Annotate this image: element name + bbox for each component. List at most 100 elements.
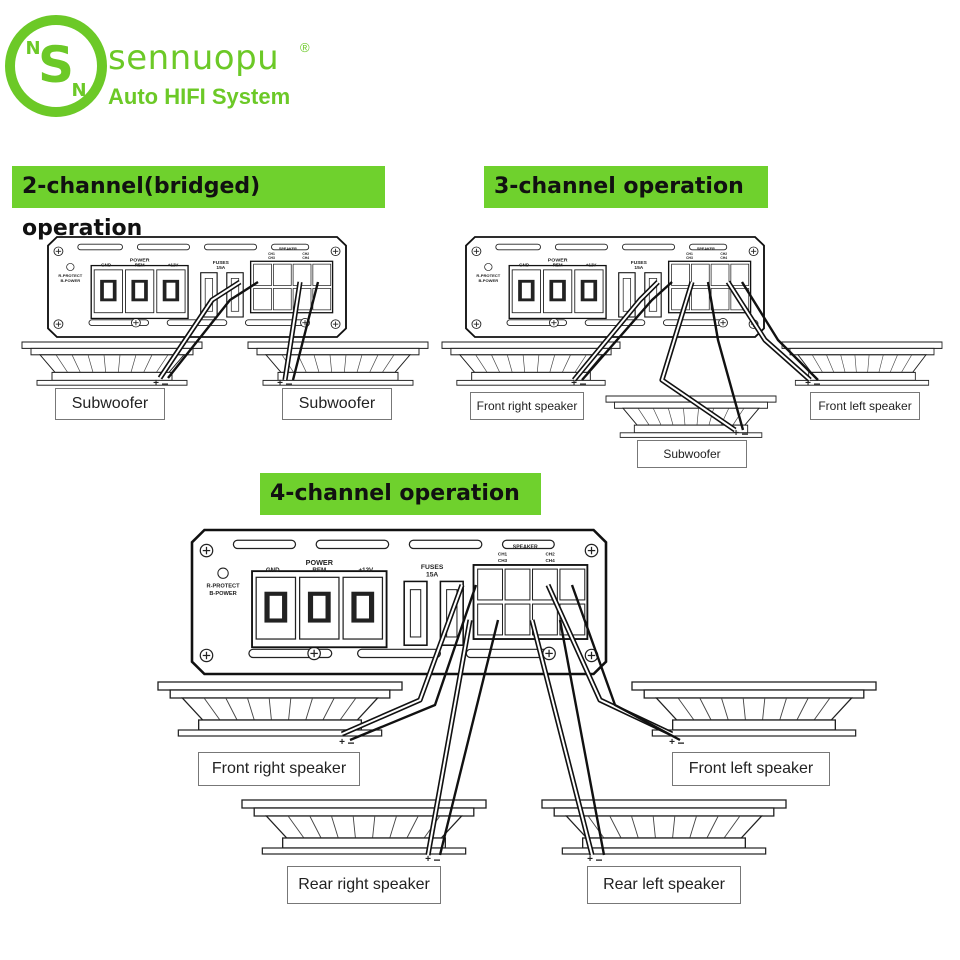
polarity-3ch-sub-minus: − (741, 427, 748, 441)
polarity-2ch-sub1-plus: + (153, 378, 159, 389)
speaker-terminal (531, 603, 558, 636)
power-label: POWER (548, 257, 568, 263)
protect-led-icon (484, 263, 493, 271)
ch3-label: CH3 (498, 558, 508, 563)
ch2-label: CH2 (302, 252, 309, 256)
plus12-label: +12V (359, 567, 375, 574)
speaker-terminal (477, 603, 504, 636)
wire-2ch-b (167, 280, 259, 379)
fuse-rating-label: 15A (634, 265, 643, 271)
protect-led-icon (217, 567, 229, 579)
power-label: POWER (130, 257, 150, 263)
polarity-4ch-rr-plus: + (425, 854, 431, 865)
speaker-terminal (504, 568, 531, 601)
speaker-terminal (272, 288, 292, 311)
polarity-3ch-fr-plus: + (571, 378, 577, 389)
power-terminal (255, 576, 297, 640)
speaker-label-rear-right-4ch: Rear right speaker (287, 866, 441, 904)
speaker-label-subwoofer-1: Subwoofer (55, 388, 165, 420)
speaker-terminal (671, 263, 690, 286)
speaker-terminal (253, 288, 272, 311)
wire-3ch-fl-b (740, 281, 819, 381)
brand-logo: S N N sennuopu ® Auto HIFI System (0, 0, 340, 140)
ch4-label: CH4 (720, 256, 727, 260)
polarity-4ch-fl-minus: − (677, 736, 684, 750)
gnd-label: GND (519, 262, 529, 267)
polarity-4ch-rr-minus: − (433, 853, 440, 867)
speaker-subwoofer-2 (247, 341, 429, 386)
speaker-label-rear-left-4ch: Rear left speaker (587, 866, 741, 904)
wire-4ch-rr-b (438, 619, 500, 856)
wire-3ch-sub-b (706, 281, 745, 431)
polarity-3ch-fr-minus: − (579, 377, 586, 391)
polarity-3ch-sub-plus: + (733, 428, 739, 439)
speaker-front-left-4ch (631, 681, 877, 737)
speaker-terminal (477, 568, 504, 601)
speaker-terminal (272, 263, 292, 286)
fuse-rating-label: 15A (216, 265, 225, 271)
polarity-3ch-fl-plus: + (805, 378, 811, 389)
power-label: POWER (306, 558, 334, 567)
ch3-label: CH3 (268, 256, 275, 260)
gnd-label: GND (266, 567, 280, 574)
polarity-2ch-sub2-minus: − (285, 377, 292, 391)
speaker-label: SPEAKER (279, 247, 297, 251)
polarity-4ch-fr-minus: − (347, 736, 354, 750)
speaker-label-front-right-4ch: Front right speaker (198, 752, 360, 786)
speaker-front-right-3ch (441, 341, 621, 386)
speaker-terminal (710, 288, 730, 311)
ch1-label: CH1 (498, 552, 508, 557)
speaker-terminal (312, 263, 332, 286)
protect-led-icon (66, 263, 75, 271)
speaker-terminal (690, 263, 710, 286)
brand-emblem-icon: S N N (5, 15, 107, 117)
wire-4ch-rl-b (558, 619, 606, 856)
speaker-subwoofer-1 (21, 341, 203, 386)
speaker-label-front-left-3ch: Front left speaker (810, 392, 920, 420)
wire-4ch-fr-b (349, 584, 478, 742)
speaker-rear-right-4ch (241, 799, 487, 855)
polarity-4ch-rl-plus: + (587, 854, 593, 865)
power-led-label: B-POWER (209, 591, 236, 597)
polarity-3ch-fl-minus: − (813, 377, 820, 391)
protect-label: R-PROTECT (476, 273, 500, 278)
rem-label: REM (312, 567, 326, 574)
ch2-label: CH2 (545, 552, 555, 557)
brand-name: sennuopu (108, 38, 280, 78)
polarity-2ch-sub1-minus: − (161, 377, 168, 391)
polarity-4ch-rl-minus: − (595, 853, 602, 867)
protect-label: R-PROTECT (206, 584, 240, 590)
speaker-front-right-4ch (157, 681, 403, 737)
power-led-label: B-POWER (478, 278, 498, 283)
rem-label: REM (553, 262, 563, 267)
polarity-4ch-fl-plus: + (669, 737, 675, 748)
svg-text:N: N (71, 80, 86, 101)
fuse-rating-label: 15A (426, 571, 438, 578)
ch1-label: CH1 (686, 252, 693, 256)
speaker-label-subwoofer-3ch: Subwoofer (637, 440, 747, 468)
svg-text:N: N (25, 38, 40, 59)
polarity-2ch-sub2-plus: + (277, 378, 283, 389)
speaker-terminal (559, 568, 586, 601)
speaker-terminal (710, 263, 730, 286)
wire-3ch-fr-b (581, 281, 673, 381)
polarity-4ch-fr-plus: + (339, 737, 345, 748)
fuses-label: FUSES (631, 260, 647, 266)
registered-mark: ® (300, 40, 310, 55)
speaker-terminal (504, 603, 531, 636)
gnd-label: GND (101, 262, 111, 267)
ch3-label: CH3 (686, 256, 693, 260)
speaker-label-subwoofer-2: Subwoofer (282, 388, 392, 420)
speaker-label-front-right-3ch: Front right speaker (470, 392, 584, 420)
ch1-label: CH1 (268, 252, 275, 256)
brand-tagline: Auto HIFI System (108, 84, 291, 109)
speaker-label-front-left-4ch: Front left speaker (672, 752, 830, 786)
speaker-front-left-3ch (781, 341, 943, 386)
wire-2ch-d (291, 281, 320, 381)
heading-4-channel: 4-channel operation (260, 473, 541, 515)
fuses-label: FUSES (213, 260, 229, 266)
plus12-label: +12V (586, 262, 597, 267)
